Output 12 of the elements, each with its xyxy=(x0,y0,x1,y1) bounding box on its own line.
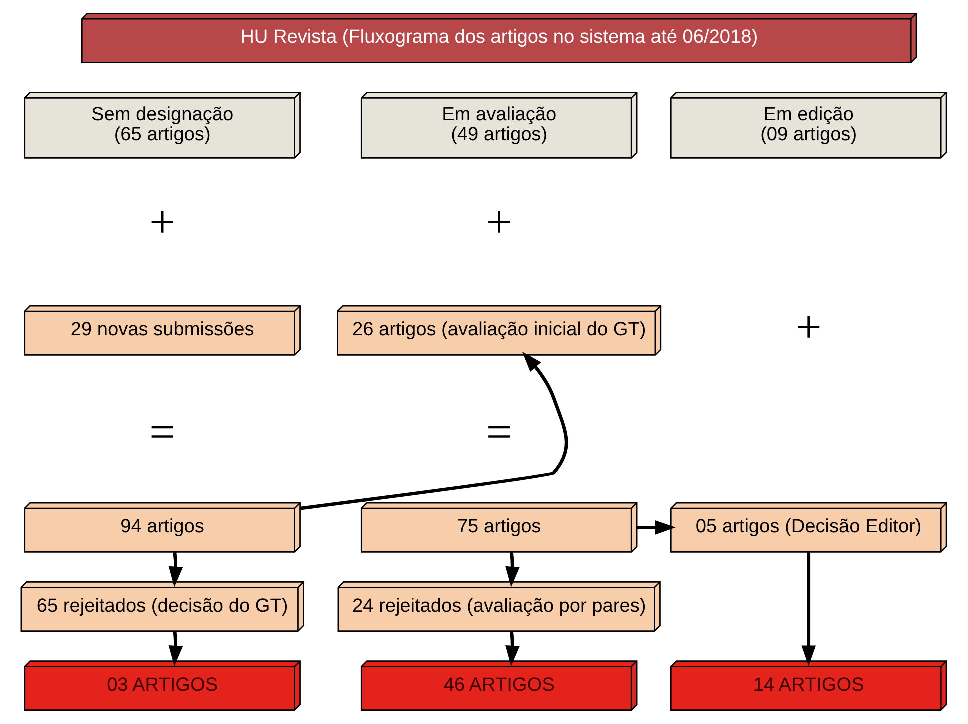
arrow xyxy=(506,631,520,666)
label: + xyxy=(150,198,176,249)
arrow xyxy=(300,352,568,510)
label: = xyxy=(150,407,176,458)
label: + xyxy=(486,198,512,249)
arrow xyxy=(506,552,520,588)
arrow xyxy=(637,520,676,535)
arrow xyxy=(168,552,184,588)
arrow xyxy=(802,552,816,666)
label: + xyxy=(796,302,822,354)
label: = xyxy=(486,407,512,458)
arrow xyxy=(168,631,184,666)
